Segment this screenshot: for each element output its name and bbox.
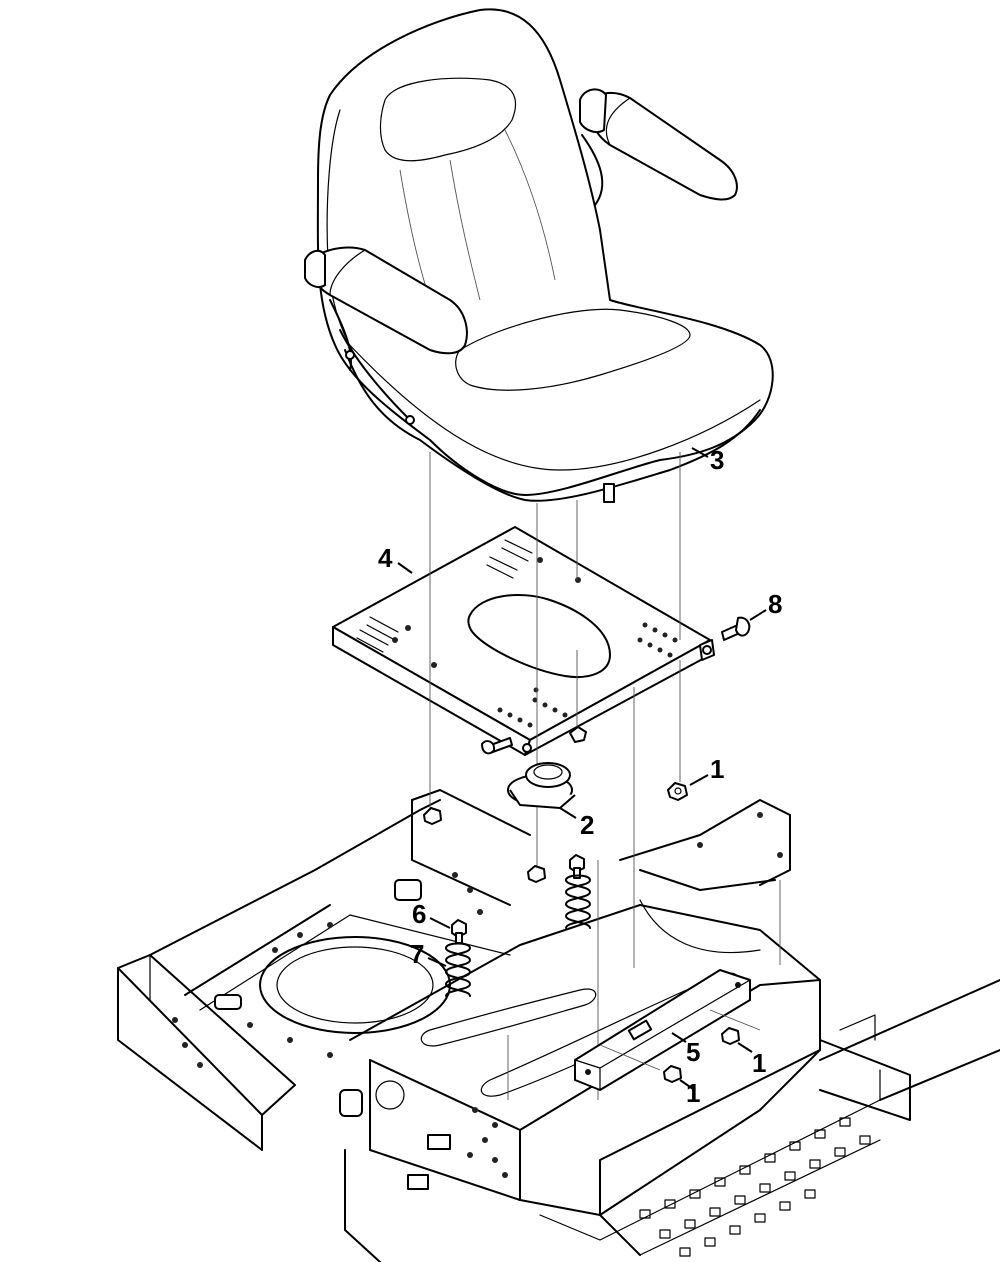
callout-label-2: 2 bbox=[580, 810, 594, 840]
callout-label-6: 6 bbox=[412, 899, 426, 929]
chassis-frame bbox=[117, 789, 1000, 1262]
callout-1-right: 1 bbox=[737, 1042, 766, 1078]
callout-label-5: 5 bbox=[686, 1037, 700, 1067]
callout-label-1-bottom: 1 bbox=[686, 1078, 700, 1108]
callout-label-4: 4 bbox=[378, 543, 393, 573]
callout-label-7: 7 bbox=[410, 939, 424, 969]
callout-label-1-top: 1 bbox=[710, 754, 724, 784]
callout-1-top: 1 bbox=[689, 754, 724, 786]
callout-3: 3 bbox=[691, 445, 724, 475]
seat bbox=[304, 8, 774, 503]
callout-label-3: 3 bbox=[710, 445, 724, 475]
callouts: 3 4 8 1 2 6 7 5 bbox=[378, 445, 782, 1108]
callout-label-8: 8 bbox=[768, 589, 782, 619]
callout-label-1-right: 1 bbox=[752, 1048, 766, 1078]
callout-7: 7 bbox=[410, 939, 447, 969]
callout-4: 4 bbox=[378, 543, 413, 574]
callout-2: 2 bbox=[559, 807, 594, 840]
callout-8: 8 bbox=[749, 589, 782, 621]
callout-5: 5 bbox=[671, 1032, 700, 1067]
callout-6: 6 bbox=[412, 899, 451, 929]
seat-mounting-plate bbox=[332, 526, 715, 756]
assembly-lines bbox=[429, 452, 781, 1100]
callout-1-bottom: 1 bbox=[679, 1078, 700, 1108]
hardware bbox=[423, 616, 761, 1091]
